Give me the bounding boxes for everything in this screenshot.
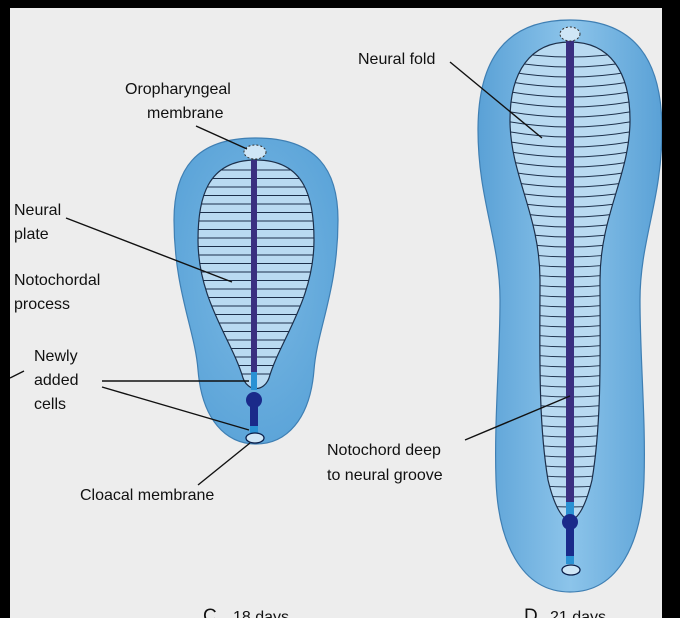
label-neural-plate-line1: Neural <box>14 202 61 219</box>
embryo-d <box>478 20 662 592</box>
embryo-c-primitive-node <box>246 392 262 408</box>
label-notochord-deep-line2: to neural groove <box>327 467 443 484</box>
label-neural-plate-line2: plate <box>14 226 49 243</box>
leader-cloacal <box>198 443 250 485</box>
embryo-d-primitive-streak <box>566 528 574 558</box>
embryo-d-newly-added-tail <box>566 556 574 564</box>
caption-c-letter: C <box>203 606 217 618</box>
label-notochord-deep-line1: Notochord deep <box>327 442 441 459</box>
embryo-c-cloacal-membrane <box>246 433 264 443</box>
embryo-c <box>174 138 338 444</box>
embryo-c-oropharyngeal-membrane <box>244 145 266 159</box>
embryo-d-primitive-node <box>562 514 578 530</box>
caption-d-days: 21 days <box>550 609 606 618</box>
leader-left-tick <box>10 371 24 378</box>
caption-c-days: 18 days <box>233 609 289 618</box>
embryo-d-cloacal-membrane <box>562 565 580 575</box>
embryo-c-notochordal-process <box>251 160 257 374</box>
embryo-d-notochord <box>566 40 574 506</box>
label-newly-line3: cells <box>34 396 66 413</box>
label-newly-line1: Newly <box>34 348 78 365</box>
label-notochordal-line1: Notochordal <box>14 272 100 289</box>
label-newly-line2: added <box>34 372 79 389</box>
label-notochordal-line2: process <box>14 296 70 313</box>
caption-d-letter: D <box>524 606 538 618</box>
embryo-c-newly-added-segment <box>251 372 257 390</box>
diagram-panel: Oropharyngeal membrane Neural plate Noto… <box>10 8 662 618</box>
embryo-c-primitive-streak <box>250 406 258 428</box>
captions: C 18 days D 21 days <box>203 606 606 618</box>
label-oropharyngeal-line1: Oropharyngeal <box>125 81 231 98</box>
label-cloacal-membrane: Cloacal membrane <box>80 487 214 504</box>
embryo-d-oropharyngeal-membrane <box>560 27 580 41</box>
label-oropharyngeal-line2: membrane <box>147 105 224 122</box>
embryo-diagram: Oropharyngeal membrane Neural plate Noto… <box>10 8 662 618</box>
label-neural-fold: Neural fold <box>358 51 435 68</box>
